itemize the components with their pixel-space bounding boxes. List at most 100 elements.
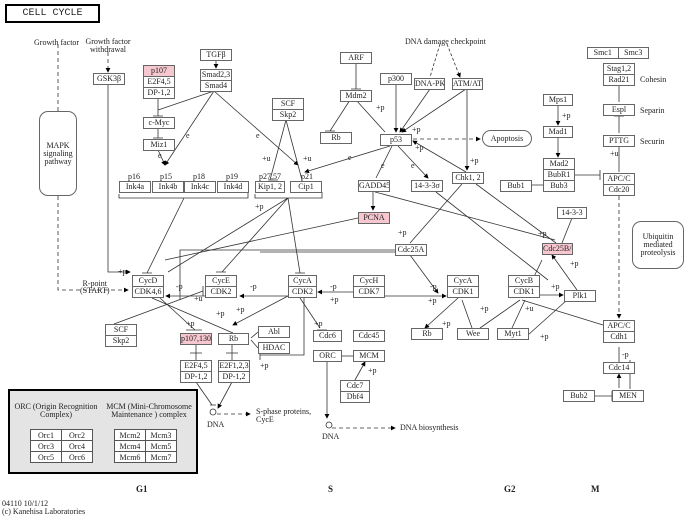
gene-p107-130[interactable]: p107,130 (180, 333, 212, 345)
gene-14-3-3[interactable]: 14-3-3 (557, 207, 587, 219)
label-growth-factor: Growth factor (34, 38, 80, 47)
edge-label: e (158, 151, 162, 160)
gene-bub1[interactable]: Bub1 (500, 180, 532, 192)
edge-label: +p (551, 282, 560, 291)
pathway-title: CELL CYCLE (5, 4, 100, 23)
gene-mdm2[interactable]: Mdm2 (340, 90, 372, 102)
gene-miz1[interactable]: Miz1 (143, 139, 175, 151)
label-dna-s: DNA (322, 432, 340, 441)
mapk-pathway-link[interactable]: MAPK signaling pathway (39, 111, 77, 196)
gene-ink4b[interactable]: Ink4b (152, 181, 184, 193)
ubiquitin-pathway-link[interactable]: Ubiquitin mediated proteolysis (632, 221, 684, 269)
edge-label: -p (330, 282, 337, 291)
edge-label: +u (525, 304, 534, 313)
gene-atm-atr[interactable]: ATM/ATR (452, 78, 483, 90)
gene-14-3-3-sigma[interactable]: 14-3-3σ (411, 180, 443, 192)
gene-cdc45[interactable]: Cdc45 (353, 330, 385, 342)
gene-kip12[interactable]: Kip1, 2 (255, 181, 285, 193)
edge-label: e (256, 131, 260, 140)
edge-label: +p (562, 111, 571, 120)
gene-cdc25bc[interactable]: Cdc25B/C (542, 243, 573, 255)
gene-cip1[interactable]: Cip1 (290, 181, 322, 193)
gene-arf[interactable]: ARF (340, 52, 372, 64)
footer: 04110 10/1/12(c) Kanehisa Laboratories (2, 499, 86, 516)
gene-p300[interactable]: p300 (380, 73, 412, 85)
gene-mcm[interactable]: MCM (353, 350, 385, 362)
edge-label: +p (442, 319, 451, 328)
gene-mps1[interactable]: Mps1 (543, 94, 573, 106)
gene-ink4a[interactable]: Ink4a (119, 181, 151, 193)
gene-cmyc[interactable]: c-Myc (143, 117, 175, 129)
gene-hdac[interactable]: HDAC (258, 342, 290, 354)
edge-label: +u (262, 154, 271, 163)
label-p18: p18 (193, 172, 205, 181)
gene-rb-right[interactable]: Rb (411, 328, 443, 340)
mcm-title: MCM (Mini-Chromosome Maintenance ) compl… (106, 402, 192, 419)
label-dna-g1: DNA (207, 420, 225, 429)
gene-wee[interactable]: Wee (457, 328, 489, 340)
gene-cdc6[interactable]: Cdc6 (313, 330, 342, 342)
gene-men[interactable]: MEN (612, 390, 644, 402)
edge-label: +p (412, 125, 421, 134)
phase-s: S (328, 484, 334, 494)
edge-label: +p (540, 332, 549, 341)
phase-g1: G1 (136, 484, 148, 494)
gene-tgfb[interactable]: TGFβ (200, 49, 232, 61)
edge-label: +p (428, 296, 437, 305)
gene-cdc25a[interactable]: Cdc25A (395, 244, 427, 256)
gene-cdc14[interactable]: Cdc14 (603, 362, 635, 374)
gene-chk12[interactable]: Chk1, 2 (452, 172, 484, 184)
gene-bub2[interactable]: Bub2 (563, 390, 595, 402)
gene-ink4d[interactable]: Ink4d (217, 181, 249, 193)
gene-mad1[interactable]: Mad1 (543, 126, 573, 138)
label-separin: Separin (640, 106, 665, 115)
gene-plk1[interactable]: Plk1 (564, 290, 596, 302)
gene-rb-upper[interactable]: Rb (320, 132, 352, 144)
label-growth-factor-withdrawal: Growth factor withdrawal (85, 37, 131, 54)
gene-ink4c[interactable]: Ink4c (184, 181, 216, 193)
edge-label: -p (176, 282, 183, 291)
label-p27-57: p27,57 (259, 172, 281, 181)
gene-pcna[interactable]: PCNA (358, 212, 390, 224)
gene-dnapk[interactable]: DNA-PK (414, 78, 445, 90)
gene-espl[interactable]: Espl (603, 104, 635, 116)
label-securin: Securin (640, 137, 665, 146)
label-p21: p21 (301, 172, 313, 181)
apoptosis-pathway-link[interactable]: Apoptosis (482, 130, 532, 147)
gene-p53[interactable]: p53 (380, 134, 412, 146)
gene-gsk3b[interactable]: GSK3β (93, 73, 125, 85)
edge-label: +p (368, 366, 377, 375)
gene-pttg[interactable]: PTTG (603, 135, 635, 147)
gene-abl[interactable]: Abl (258, 326, 290, 338)
gene-myt1[interactable]: Myt1 (497, 328, 529, 340)
gene-rb[interactable]: Rb (218, 333, 249, 345)
label-r-point: R-point(START) (80, 279, 110, 295)
gene-orc[interactable]: ORC (313, 350, 342, 362)
edge-label: +p (314, 319, 323, 328)
edge-label: +p (236, 305, 245, 314)
phase-m: M (591, 484, 600, 494)
edge-label: e (381, 161, 385, 170)
edge-label: -p (250, 282, 257, 291)
gene-gadd45[interactable]: GADD45 (358, 180, 390, 192)
edge-label: +u (610, 149, 619, 158)
